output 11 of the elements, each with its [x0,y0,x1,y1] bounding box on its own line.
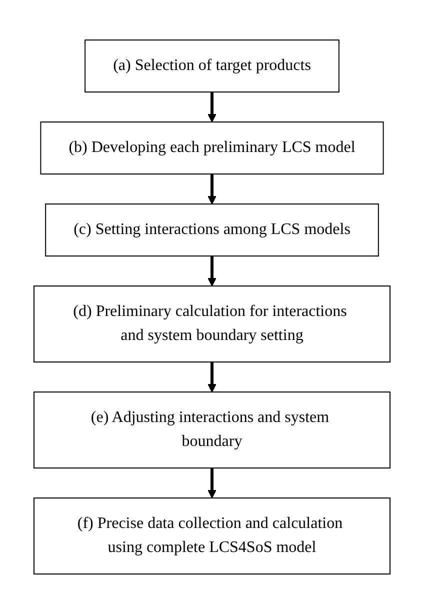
node-box: (e) Adjusting interactions and system boundary [33,392,390,468]
node-box: (b) Developing each preliminary LCS model [40,122,384,174]
arrow [207,468,216,498]
arrow [207,256,216,286]
node-box: (f) Precise data collection and calculation using complete LCS4SoS model [33,498,390,574]
arrow [207,92,216,122]
node-box: (d) Preliminary calculation for interactions and system boundary setting [33,286,390,362]
arrow [207,174,216,204]
arrow [207,362,216,392]
node-box: (a) Selection of target products [84,40,339,92]
node-box: (c) Setting interactions among LCS models [44,204,378,256]
